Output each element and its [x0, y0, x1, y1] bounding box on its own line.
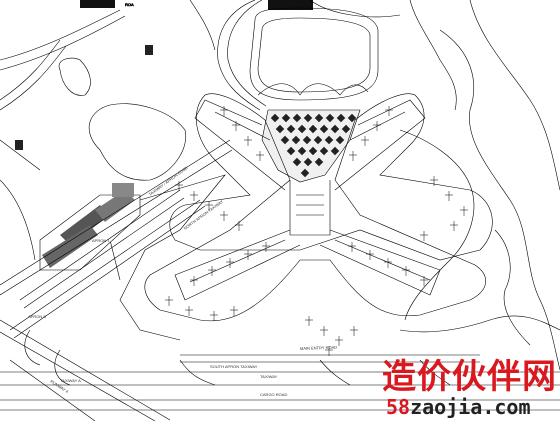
drawing-label-8: CARGO ROAD — [260, 392, 287, 397]
building-nw-1 — [145, 45, 153, 55]
aircraft-stands — [165, 106, 468, 356]
apron-outline — [144, 93, 493, 322]
taxiway-diagonal-1 — [0, 139, 233, 296]
drawing-label-2: APRON 1 — [92, 238, 110, 243]
cargo-hangars — [39, 183, 141, 271]
left-edge-lines — [0, 139, 41, 261]
nw-road-2 — [0, 39, 67, 111]
building-nw-2 — [15, 140, 23, 150]
concourse-nw — [194, 99, 286, 191]
terrain-contour-2 — [469, 0, 560, 191]
concourse-sw — [174, 229, 301, 301]
top-road — [189, 0, 401, 51]
concourse-se — [319, 229, 441, 296]
drawing-label-4: NORTH APRON TAXIWAY — [183, 199, 225, 231]
drawing-label-11: TAXIWAY A — [60, 378, 81, 383]
nw-road — [0, 9, 126, 71]
top-block-1 — [80, 0, 115, 8]
taxiway-diagonal-2 — [9, 199, 206, 339]
taxiway-connectors — [179, 359, 451, 386]
forecourt-arcs — [257, 83, 369, 96]
terrain-contour-4 — [494, 229, 531, 346]
terminal-roof-pattern — [261, 109, 361, 183]
watermark-url-number: 58 — [386, 395, 411, 419]
runway-ends — [24, 329, 71, 386]
watermark-url-text: zaojia.com — [410, 395, 531, 419]
forecourt-inner — [257, 17, 371, 93]
nw-lake — [88, 103, 187, 181]
terrain-contour-5 — [399, 315, 560, 333]
terrain-contour-3 — [399, 129, 475, 321]
runway-diagonal — [19, 189, 185, 309]
drawing-label-9: SOUTH APRON TAXIWAY — [210, 364, 258, 369]
forecourt-loop — [249, 7, 379, 101]
runway-lower — [0, 319, 171, 421]
drawing-label-1: ROA — [125, 2, 134, 7]
watermark-brand: 造价伙伴网 — [382, 357, 557, 397]
concourse-ne — [334, 99, 426, 191]
central-stem — [289, 180, 331, 236]
watermark-url: 58zaojia.com — [386, 397, 531, 417]
terrain-contour-6 — [409, 0, 457, 111]
nw-pond — [58, 57, 91, 96]
entry-curve-road — [217, 0, 267, 111]
apron-south-edge — [180, 354, 480, 363]
terrain-contour-1 — [439, 29, 560, 371]
drawing-label-5: MAIN ENTRY ROAD — [300, 345, 337, 351]
drawing-label-7: APRON B — [28, 314, 46, 319]
top-block-2 — [268, 0, 313, 10]
drawing-label-6: TAXIWAY — [260, 374, 278, 379]
